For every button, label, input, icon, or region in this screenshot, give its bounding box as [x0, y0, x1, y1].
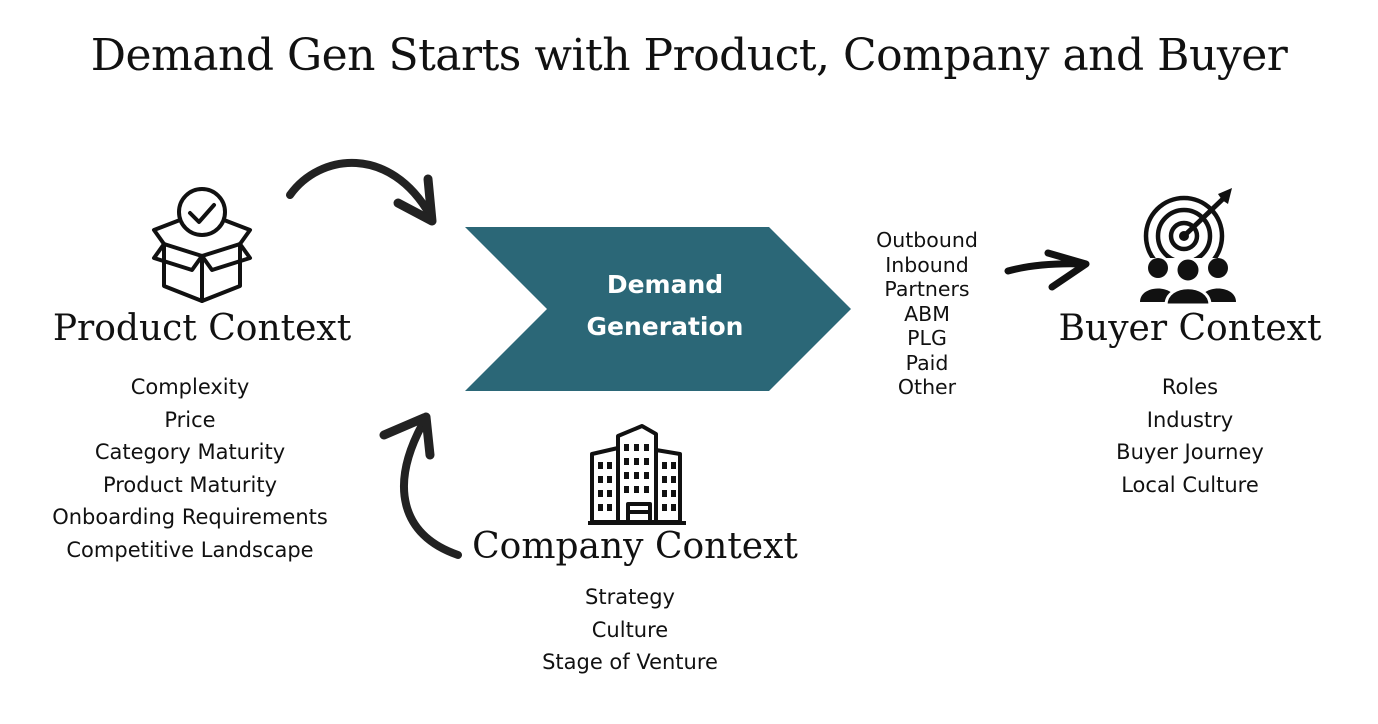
company-context-heading: Company Context [472, 526, 798, 567]
arrow-right-icon [1004, 249, 1090, 291]
list-item: Complexity [130, 375, 250, 399]
list-item: Buyer Journey [1116, 440, 1264, 465]
product-context-list: Complexity Price Category Maturity Produ… [20, 371, 360, 567]
target-audience-icon [1140, 188, 1236, 306]
curved-arrow-top-icon [286, 158, 437, 226]
product-box-check-icon [152, 187, 252, 303]
list-item: Industry [1146, 407, 1234, 432]
diagram-title: Demand Gen Starts with Product, Company … [90, 30, 1288, 81]
list-item: Competitive Landscape [66, 537, 314, 562]
list-item: Roles [1161, 375, 1219, 399]
demand-generation-line1: Demand [606, 270, 724, 299]
buyer-context-list: Roles Industry Buyer Journey Local Cultu… [1090, 371, 1290, 501]
channels-list: Outbound Inbound Partners ABM PLG Paid O… [857, 228, 997, 400]
list-item: Other [897, 375, 957, 399]
demand-generation-chevron [465, 227, 851, 391]
office-buildings-icon [588, 424, 686, 525]
list-item: Paid [905, 350, 949, 375]
list-item: Stage of Venture [542, 650, 718, 675]
list-item: Local Culture [1121, 472, 1259, 497]
product-context-heading: Product Context [52, 308, 352, 349]
list-item: Category Maturity [94, 440, 286, 465]
list-item: Culture [591, 617, 669, 642]
curved-arrow-bottom-icon [379, 412, 462, 559]
demand-generation-label: Demand Generation [520, 264, 810, 348]
list-item: Inbound [885, 252, 969, 277]
demand-generation-line2: Generation [586, 312, 744, 341]
list-item: Strategy [585, 585, 675, 609]
list-item: PLG [907, 326, 947, 350]
list-item: Onboarding Requirements [52, 505, 328, 530]
list-item: Partners [884, 277, 970, 301]
list-item: ABM [904, 301, 950, 326]
list-item: Price [164, 407, 216, 432]
company-context-list: Strategy Culture Stage of Venture [510, 581, 750, 679]
buyer-context-heading: Buyer Context [1058, 308, 1322, 349]
list-item: Outbound [876, 228, 978, 252]
list-item: Product Maturity [102, 472, 278, 497]
